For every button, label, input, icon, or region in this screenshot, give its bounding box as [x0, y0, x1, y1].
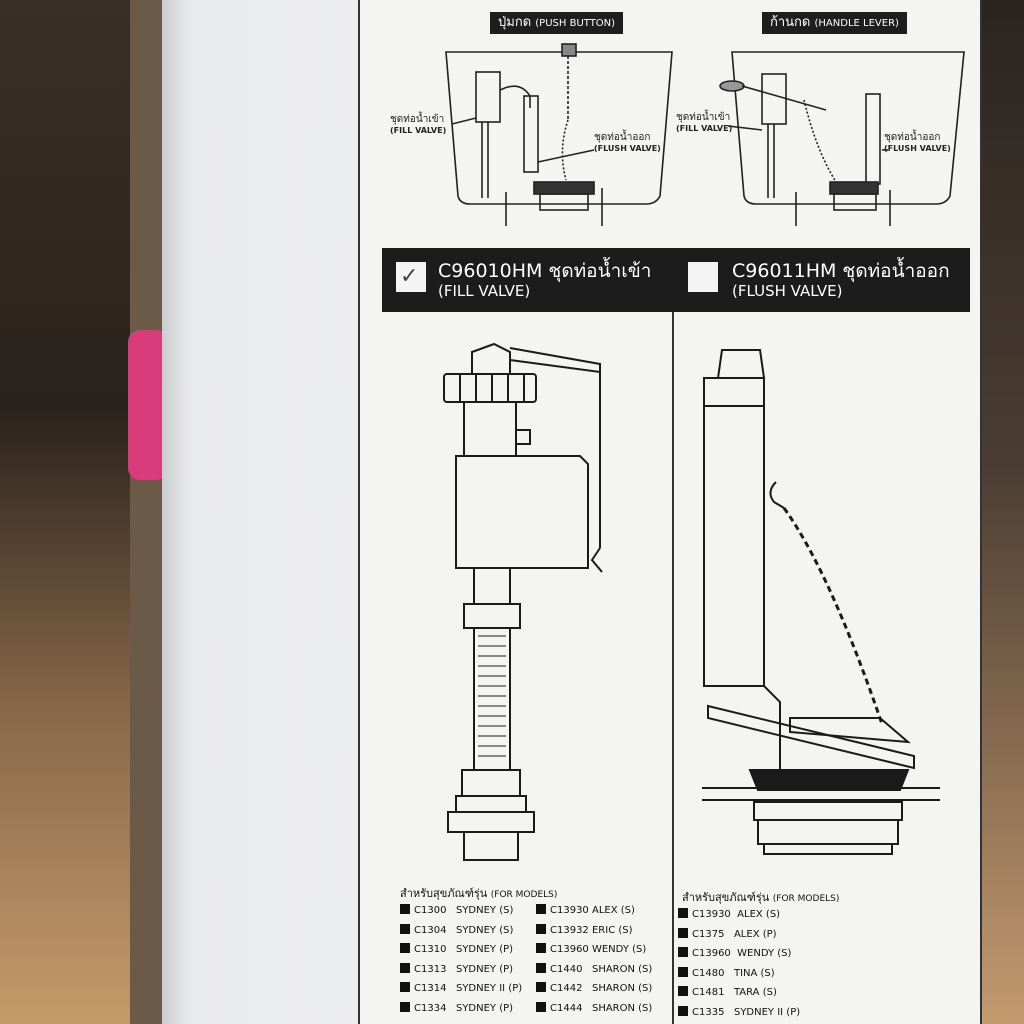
lever-tag-en: (HANDLE LEVER) [814, 18, 899, 29]
bullet-square-icon [400, 982, 410, 992]
bullet-square-icon [536, 923, 546, 934]
push-button-icon [561, 43, 577, 57]
lever-overflow-tube [865, 93, 881, 185]
bullet-square-icon [678, 908, 688, 918]
model-list-item: C1313 SYDNEY (P) [400, 962, 514, 977]
fill-valve-checkbox[interactable]: ✓ [396, 262, 426, 292]
model-list-item: C1335 SYDNEY II (P) [678, 1005, 801, 1020]
model-name: C1334 SYDNEY (P) [414, 1002, 514, 1014]
bullet-square-icon [536, 962, 546, 973]
model-name: C1444 SHARON (S) [550, 1002, 653, 1014]
model-name: C1300 SYDNEY (S) [414, 905, 514, 916]
model-name: C13930 ALEX (S) [550, 905, 635, 916]
lever-tank-outline [731, 51, 965, 205]
handle-lever-tag: ก้านกด (HANDLE LEVER) [762, 12, 907, 34]
lever-fill-label: ชุดท่อน้ำเข้า(FILL VALVE) [676, 112, 733, 133]
push-flush-label: ชุดท่อน้ำออก(FLUSH VALVE) [594, 132, 661, 153]
model-name: C13932 ERIC (S) [550, 924, 633, 936]
lever-arm [741, 85, 827, 111]
push-flapper [533, 181, 595, 195]
bullet-square-icon [678, 1005, 688, 1016]
bullet-square-icon [536, 943, 546, 953]
bullet-square-icon [400, 962, 410, 973]
fill-product-subtitle: (FILL VALVE) [438, 282, 531, 300]
model-list-item: C1440 SHARON (S) [536, 962, 653, 977]
lever-fill-valve-body [761, 73, 787, 125]
model-list-item: C1480 TINA (S) [678, 966, 775, 981]
part-drawings [443, 342, 940, 861]
model-list-item: C1310 SYDNEY (P) [400, 943, 513, 957]
product-selection-bar: ✓ C96010HM ชุดท่อน้ำเข้า (FILL VALVE) C9… [382, 248, 970, 312]
bullet-square-icon [678, 986, 688, 996]
model-list-item: C1300 SYDNEY (S) [400, 904, 513, 918]
flush-valve-drawing [702, 349, 940, 855]
model-name: C13960 WENDY (S) [692, 948, 792, 959]
model-list-item: C1334 SYDNEY (P) [400, 1001, 514, 1016]
flush-valve-checkbox[interactable] [688, 262, 718, 292]
tank-drawings [445, 43, 965, 226]
push-tank-outline [445, 51, 673, 205]
check-icon: ✓ [400, 264, 419, 289]
model-name: C13930 ALEX (S) [692, 909, 781, 920]
model-name: C13960 WENDY (S) [550, 944, 647, 955]
overflow-tube [523, 95, 539, 173]
fill-models-heading: สำหรับสุขภัณฑ์รุ่น (FOR MODELS) [400, 887, 558, 900]
lever-flapper [829, 181, 879, 195]
lever-flush-base [833, 193, 877, 211]
background-left [0, 0, 130, 1024]
bullet-square-icon [536, 982, 546, 992]
model-list-item: C1314 SYDNEY II (P) [400, 982, 522, 996]
model-list-item: C1444 SHARON (S) [536, 1001, 653, 1016]
model-name: C1480 TINA (S) [692, 967, 775, 979]
product-box: ปุ่มกด (PUSH BUTTON) ก้านกด (HANDLE LEVE… [162, 0, 982, 1024]
bullet-square-icon [678, 947, 688, 957]
model-list-item: C13960 WENDY (S) [536, 943, 646, 957]
fill-valve-drawing [443, 342, 603, 861]
column-divider [672, 312, 674, 1024]
model-list-item: C1375 ALEX (P) [678, 927, 777, 942]
model-name: C1440 SHARON (S) [550, 963, 653, 975]
lever-flush-label: ชุดท่อน้ำออก(FLUSH VALVE) [884, 132, 951, 153]
model-list-item: C1481 TARA (S) [678, 986, 777, 1000]
flush-product-title: C96011HM ชุดท่อน้ำออก [732, 260, 950, 282]
lever-handle-icon [719, 80, 745, 92]
bullet-square-icon [400, 1001, 410, 1012]
lever-tag-thai: ก้านกด [770, 15, 811, 30]
model-name: C1304 SYDNEY (S) [414, 924, 514, 936]
push-tag-en: (PUSH BUTTON) [535, 18, 616, 29]
push-button-tag: ปุ่มกด (PUSH BUTTON) [490, 12, 624, 34]
push-tag-thai: ปุ่มกด [498, 15, 532, 30]
bullet-square-icon [536, 904, 546, 914]
model-name: C1335 SYDNEY II (P) [692, 1006, 801, 1018]
model-name: C1313 SYDNEY (P) [414, 963, 514, 975]
model-list-item: C13960 WENDY (S) [678, 947, 791, 961]
background-pink-object [128, 330, 168, 480]
model-list-item: C1304 SYDNEY (S) [400, 923, 514, 938]
model-name: C1442 SHARON (S) [550, 983, 653, 994]
bullet-square-icon [400, 904, 410, 914]
model-name: C1314 SYDNEY II (P) [414, 983, 523, 994]
bullet-square-icon [678, 927, 688, 938]
bullet-square-icon [400, 943, 410, 953]
fill-product-title: C96010HM ชุดท่อน้ำเข้า [438, 260, 652, 282]
bullet-square-icon [678, 966, 688, 977]
model-name: C1310 SYDNEY (P) [414, 944, 514, 955]
flush-models-heading: สำหรับสุขภัณฑ์รุ่น (FOR MODELS) [682, 891, 840, 904]
bullet-square-icon [536, 1001, 546, 1012]
model-list-item: C13930 ALEX (S) [678, 908, 780, 922]
push-flush-base [539, 193, 589, 211]
model-list-item: C1442 SHARON (S) [536, 982, 652, 996]
tank-diagrams: ปุ่มกด (PUSH BUTTON) ก้านกด (HANDLE LEVE… [360, 0, 980, 248]
model-list-item: C13930 ALEX (S) [536, 904, 635, 918]
flush-product-subtitle: (FLUSH VALVE) [732, 282, 843, 300]
model-name: C1481 TARA (S) [692, 987, 777, 998]
push-fill-label: ชุดท่อน้ำเข้า(FILL VALVE) [390, 114, 447, 135]
model-name: C1375 ALEX (P) [692, 928, 777, 940]
info-panel: ปุ่มกด (PUSH BUTTON) ก้านกด (HANDLE LEVE… [358, 0, 982, 1024]
fill-valve-body [475, 71, 501, 123]
model-list-item: C13932 ERIC (S) [536, 923, 633, 938]
bullet-square-icon [400, 923, 410, 934]
